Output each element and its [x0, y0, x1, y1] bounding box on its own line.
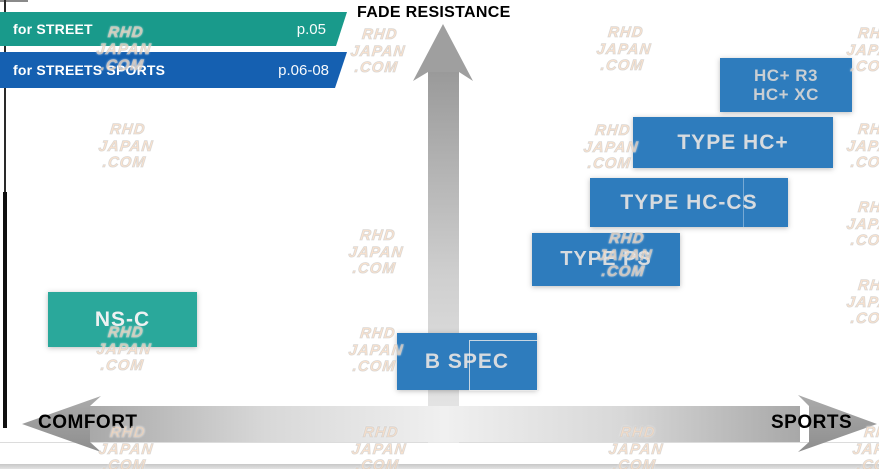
page-edge-line — [0, 0, 28, 2]
product-box-b-spec: B SPEC — [397, 333, 537, 390]
page-edge-line — [4, 0, 6, 192]
sports-axis-label: SPORTS — [771, 412, 853, 433]
banner-page-ref: p.05 — [296, 20, 326, 38]
product-box-type-hc-cs: TYPE HC-CS — [590, 178, 788, 227]
banner-for-streets-sports[interactable]: for STREETS SPORTS p.06-08 — [0, 52, 347, 88]
fade-resistance-arrow-head-icon — [413, 24, 473, 81]
comfort-axis-label: COMFORT — [38, 412, 138, 433]
product-box-hc-plus-r3-xc: HC+ R3 HC+ XC — [720, 58, 852, 112]
comfort-arrow-head-icon — [22, 396, 101, 452]
fade-resistance-axis-label: FADE RESISTANCE — [357, 4, 511, 21]
product-box-ns-c: NS-C — [48, 292, 197, 347]
product-box-type-hc-plus: TYPE HC+ — [633, 117, 833, 168]
product-label: NS-C — [94, 307, 151, 331]
product-label: B SPEC — [424, 349, 510, 373]
banner-for-street[interactable]: for STREET p.05 — [0, 12, 347, 46]
banner-label: for STREET — [13, 21, 93, 37]
product-label: TYPE HC+ — [677, 130, 789, 154]
page-edge-line — [3, 192, 7, 428]
product-label: TYPE HC-CS — [620, 190, 758, 214]
banner-label: for STREETS SPORTS — [13, 62, 166, 78]
page-edge-band — [0, 464, 879, 469]
product-box-type-ps: TYPE PS — [532, 233, 680, 286]
product-label: TYPE PS — [560, 248, 652, 270]
product-label: HC+ XC — [753, 85, 819, 104]
comfort-sports-arrow-body — [88, 406, 800, 442]
product-label: HC+ R3 — [754, 66, 818, 85]
banner-page-ref: p.06-08 — [278, 61, 329, 79]
sports-arrow-head-icon — [798, 395, 877, 452]
